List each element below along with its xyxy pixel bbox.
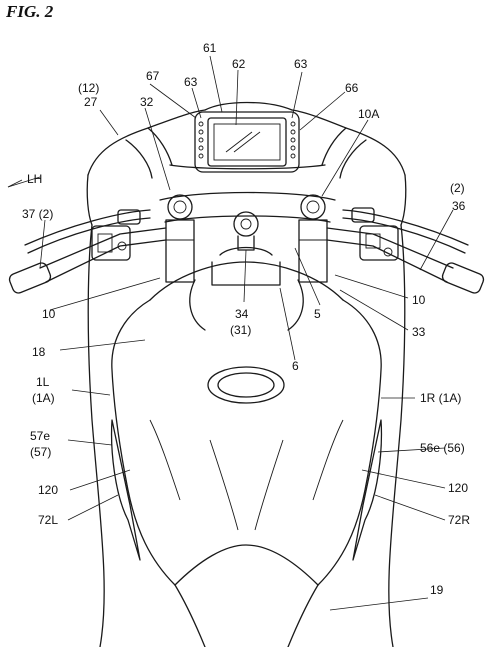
label-6: 6 <box>292 359 299 373</box>
label-10-left: 10 <box>42 307 56 321</box>
label-72L: 72L <box>38 513 58 527</box>
meter-unit <box>194 111 300 173</box>
label-66: 66 <box>345 81 359 95</box>
label-56e: 56e (56) <box>420 441 465 455</box>
indicator-lamps-right <box>290 121 296 159</box>
fuel-tank <box>111 246 382 647</box>
label-32: 32 <box>140 95 154 109</box>
label-120-right: 120 <box>448 481 468 495</box>
label-19: 19 <box>430 583 444 597</box>
top-bridge <box>159 191 336 251</box>
label-27: 27 <box>84 95 98 109</box>
label-57e: 57e <box>30 429 50 443</box>
figure-title: FIG. 2 <box>6 2 54 21</box>
label-18: 18 <box>32 345 46 359</box>
label-63-right: 63 <box>294 57 308 71</box>
label-36: 36 <box>452 199 466 213</box>
left-handlebar <box>8 209 167 294</box>
label-1R: 1R (1A) <box>420 391 461 405</box>
label-72R: 72R <box>448 513 470 527</box>
direction-lh: LH <box>27 172 42 186</box>
label-33: 33 <box>412 325 426 339</box>
label-10A: 10A <box>358 107 379 121</box>
fork-tubes <box>165 219 328 283</box>
label-120-left: 120 <box>38 483 58 497</box>
leader-lines <box>7 55 454 611</box>
reference-labels: 61 62 63 63 67 (12) 27 32 66 10A LH (2) … <box>22 41 470 597</box>
label-57: (57) <box>30 445 51 459</box>
label-61: 61 <box>203 41 217 55</box>
label-67: 67 <box>146 69 160 83</box>
label-1L: 1L <box>36 375 50 389</box>
front-cowl <box>86 101 407 226</box>
label-62: 62 <box>232 57 246 71</box>
label-37: 37 (2) <box>22 207 53 221</box>
right-handlebar <box>326 207 485 294</box>
label-12: (12) <box>78 81 99 95</box>
label-10-right: 10 <box>412 293 426 307</box>
label-63-left: 63 <box>184 75 198 89</box>
side-covers <box>87 224 406 647</box>
indicator-lamps-left <box>198 121 204 159</box>
label-2-right: (2) <box>450 181 465 195</box>
label-5: 5 <box>314 307 321 321</box>
label-1A: (1A) <box>32 391 55 405</box>
label-34: 34 <box>235 307 249 321</box>
label-31: (31) <box>230 323 251 337</box>
